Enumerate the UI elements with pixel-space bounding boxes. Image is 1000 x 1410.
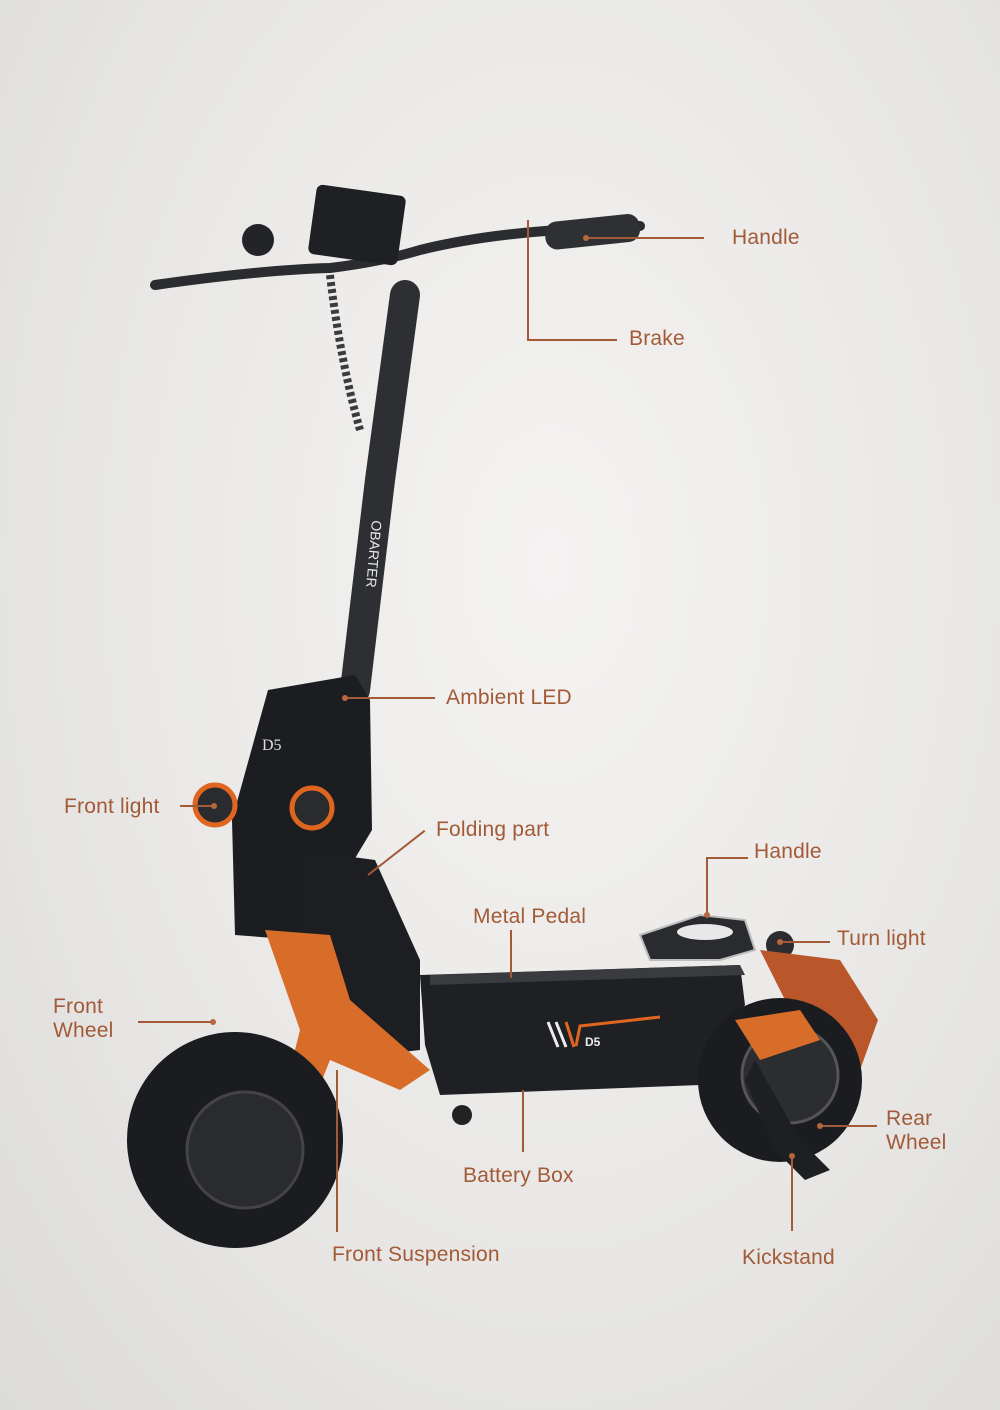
label-handle-bar: Handle — [732, 226, 800, 249]
rear-wheel-leader-dot — [817, 1123, 823, 1129]
label-kickstand: Kickstand — [742, 1246, 835, 1269]
rear-wheel-leader — [820, 1125, 877, 1127]
rear-handle-leader-dot — [704, 912, 710, 918]
front-light-leader — [180, 805, 214, 807]
label-battery-box: Battery Box — [463, 1164, 574, 1187]
label-ambient-led: Ambient LED — [446, 686, 572, 709]
label-rear-wheel-line1: Rear — [886, 1107, 933, 1130]
rear-handle-leader-horizontal — [706, 857, 748, 859]
label-folding-part: Folding part — [436, 818, 550, 841]
label-rear-wheel-line2: Wheel — [886, 1131, 947, 1154]
deck-model-text: D5 — [585, 1035, 601, 1049]
label-front-suspension: Front Suspension — [332, 1243, 500, 1266]
label-turn-light: Turn light — [837, 927, 926, 950]
label-front-wheel-line2: Wheel — [53, 1019, 114, 1042]
front-wheel-leader — [138, 1021, 213, 1023]
label-rear-handle: Handle — [754, 840, 822, 863]
head-badge-text: D5 — [262, 737, 282, 754]
stem-brand-text: OBARTER — [363, 520, 385, 589]
label-brake: Brake — [629, 327, 685, 350]
kickstand-leader-dot — [789, 1153, 795, 1159]
turn-light-leader-dot — [777, 939, 783, 945]
ambient-led-leader-dot — [342, 695, 348, 701]
metal-pedal-leader — [510, 930, 512, 978]
brake-leader-horizontal — [527, 339, 617, 341]
label-metal-pedal: Metal Pedal — [473, 905, 587, 928]
ambient-led-leader — [345, 697, 435, 699]
handle-bar-leader-dot — [583, 235, 589, 241]
turn-light-leader — [780, 941, 830, 943]
label-front-wheel-line1: Front — [53, 995, 104, 1018]
front-suspension-leader — [336, 1070, 338, 1232]
brake-leader-vertical — [527, 220, 529, 340]
rear-handle-leader-vertical — [706, 858, 708, 914]
front-light-leader-dot — [211, 803, 217, 809]
handle-bar-leader — [586, 237, 704, 239]
kickstand-leader — [791, 1155, 793, 1231]
label-front-light: Front light — [64, 795, 160, 818]
battery-box-leader — [522, 1090, 524, 1152]
front-wheel-leader-dot — [210, 1019, 216, 1025]
